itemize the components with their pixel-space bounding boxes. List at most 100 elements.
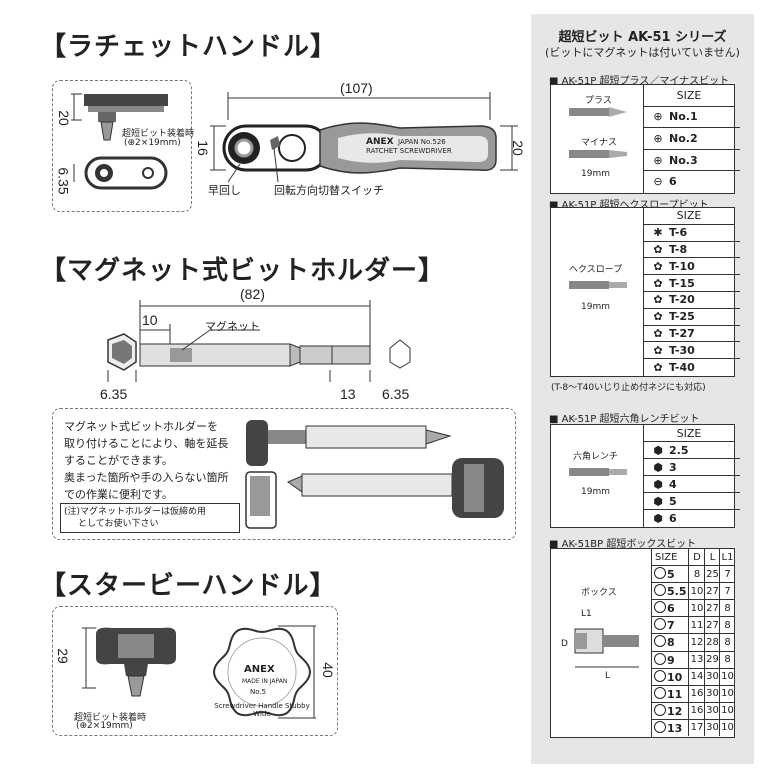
hex_lobe-size-row: ✿T-25 [644,309,740,326]
box-l-value: 28 [704,634,720,651]
hexkey-size-row: ⬢2.5 [644,442,740,459]
holder-desc-line-5: での作業に便利です。 [64,488,173,501]
box-bit-icon [574,628,639,668]
hex-key-heading: ■ AK-51P 超短六角レンチビット [549,414,700,425]
hexkey-size-row: ⬢4 [644,476,740,493]
box-l-value: 30 [704,685,720,702]
box-size-value: 6 [667,602,675,616]
box-d-value: 10 [688,600,705,617]
hex-lobe-label: ヘクスロープ [569,265,623,275]
hexkey-tip-icon: ⬢ [653,443,663,457]
hexkey-tip-icon: ⬢ [653,511,663,525]
ratchet-bit-size: (⊕2×19mm) [124,138,181,148]
holder-title: 【マグネット式ビットホルダー】 [40,256,446,286]
hex_lobe-tip-icon: ✿ [653,343,663,357]
hex_lobe-size-row: ✿T-30 [644,342,740,360]
box-l-value: 29 [704,651,720,668]
hexkey-size-value: 5 [669,494,677,508]
box-l1-value: 10 [719,719,735,736]
ratchet-hex-dim: 6.35 [55,167,72,195]
box-size-cell: 12 [652,703,682,718]
plus-minus-length: 19mm [581,169,610,179]
box-size-cell: 11 [652,686,682,701]
box-d-value: 12 [688,634,705,651]
box-size-cell: 10 [652,669,683,684]
ratchet-side-view [71,93,168,190]
box-l1-value: 8 [719,617,735,634]
box-l1-value: 8 [719,651,735,668]
minus-bit-icon [569,150,627,158]
holder-description: マグネット式ビットホルダーを 取り付けることにより、軸を延長 することができます… [64,418,229,503]
box-bit-l1-label: L1 [581,609,592,619]
plus-size-value: No.2 [669,131,698,145]
holder-length-dim: (82) [240,286,265,302]
holder-caution-line-2: としてお使い下さい [78,519,159,529]
hex_lobe-size-row: ✱T-6 [644,225,740,242]
box-d-value: 16 [688,685,705,702]
ratchet-product: RATCHET SCREWDRIVER [366,147,452,155]
plus-size-row: ⊕No.1 [644,107,740,129]
holder-usage-illustration [245,420,504,529]
plus-tip-icon: ⊖ [653,175,663,189]
stubby-diameter-dim: 40 [319,662,336,678]
holder-hex-right-dim: 6.35 [382,386,410,402]
hexkey-tip-icon: ⬢ [653,460,663,474]
box-l1-value: 10 [719,668,735,685]
box-bit-l-label: L [605,671,611,681]
hex_lobe-tip-icon: ✿ [653,326,663,340]
box-size-cell: 8 [652,635,675,649]
hexkey-size-row: ⬢3 [644,459,740,476]
box-size-value: 10 [667,670,683,684]
hex_lobe-tip-icon: ✿ [653,360,663,374]
hex_lobe-tip-icon: ✱ [653,226,663,240]
hex-key-figure: 六角レンチ 19mm [551,425,644,527]
hex_lobe-tip-icon: ✿ [653,310,663,324]
plus-tip-icon: ⊕ [653,131,663,145]
hex-lobe-table: ヘクスロープ 19mm SIZE✱T-6✿T-8✿T-10✿T-15✿T-20✿… [550,207,740,377]
hex-lobe-size-list: SIZE✱T-6✿T-8✿T-10✿T-15✿T-20✿T-25✿T-27✿T-… [644,208,740,376]
box-size-value: 5.5 [667,585,687,599]
box-l-value: 27 [704,600,720,617]
hex_lobe-size-value: T-40 [669,360,695,374]
stubby-bit-note: 超短ビット装着時 [74,713,147,723]
hex_lobe-size-value: T-27 [669,326,695,340]
hex-key-table: 六角レンチ 19mm SIZE⬢2.5⬢3⬢4⬢5⬢6 [550,424,740,528]
box-size-value: 8 [667,636,675,650]
box-header-d: D [688,549,705,566]
ratchet-model: JAPAN No.526 [398,138,446,146]
box-d-value: 17 [688,719,705,736]
plus-minus-size-list: SIZE⊕No.1⊕No.2⊕No.3⊖6 [644,85,740,193]
box-size-cell: 9 [652,652,675,667]
stubby-title: 【スタービーハンドル】 [40,571,337,601]
hexkey-size-value: 6 [669,511,677,525]
plus-minus-figure: プラス マイナス 19mm [551,85,644,193]
minus-label: マイナス [581,138,617,148]
hex_lobe-tip-icon: ✿ [653,276,663,290]
box-bit-figure: ボックス L1 D L [551,549,652,737]
holder-depth-dim: 10 [142,312,158,328]
box-bit-d-label: D [561,639,568,649]
box-l-value: 30 [704,702,720,719]
holder-drawing [107,300,411,382]
box-l-value: 27 [704,617,720,634]
hex_lobe-size-header: SIZE [644,208,734,225]
box-d-value: 14 [688,668,705,685]
ratchet-switch-label: 回転方向切替スイッチ [274,184,384,197]
plus-size-row: ⊖6 [644,171,740,192]
hex_lobe-size-value: T-20 [669,293,695,307]
holder-caution-line-1: (注)マグネットホルダーは仮締め用 [64,507,207,517]
plus-label: プラス [585,96,612,106]
box-l1-value: 7 [719,566,735,583]
plus-size-row: ⊕ No.2 [644,128,740,150]
hex_lobe-tip-icon: ✿ [653,293,663,307]
box-l1-value: 8 [719,600,735,617]
hexkey-size-row: ⬢5 [644,493,740,510]
